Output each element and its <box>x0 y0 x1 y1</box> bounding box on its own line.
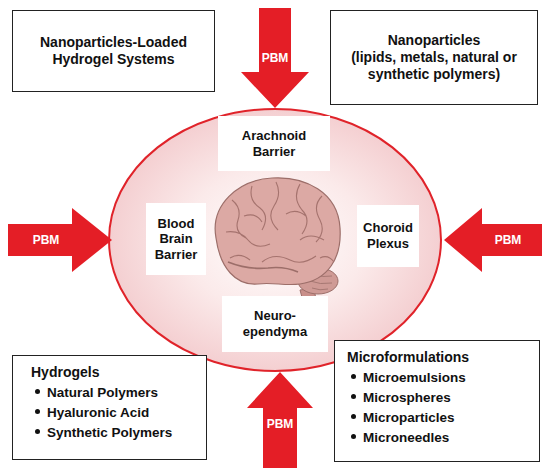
bullet-item: Microparticles <box>347 410 455 426</box>
brain-illustration <box>215 178 340 312</box>
arrow-label: PBM <box>495 233 522 247</box>
arrow-label: PBM <box>33 233 60 247</box>
bullet-item: Microneedles <box>347 430 449 446</box>
carrier-box: HydrogelsNatural PolymersHyaluronic Acid… <box>12 355 207 460</box>
carrier-box: MicroformulationsMicroemulsionsMicrosphe… <box>334 340 540 462</box>
bullet-item: Synthetic Polymers <box>31 425 172 441</box>
pbm-arrows <box>8 8 542 468</box>
target-ellipse <box>109 109 441 371</box>
box-heading: Hydrogels <box>31 364 99 381</box>
carrier-box: Nanoparticles(lipids, metals, natural or… <box>330 10 538 105</box>
barrier-box: Arachnoid Barrier <box>218 116 330 171</box>
arrow-label: PBM <box>262 51 289 65</box>
box-heading: Neuro-ependyma <box>236 308 314 339</box>
bullet-item: Natural Polymers <box>31 385 158 401</box>
pbm-arrow <box>444 208 542 272</box>
box-heading: Nanoparticles-Loaded Hydrogel Systems <box>21 34 206 68</box>
box-body: (lipids, metals, natural or synthetic po… <box>339 49 529 83</box>
arrow-label: PBM <box>267 417 294 431</box>
barrier-box: Blood Brain Barrier <box>146 203 206 275</box>
pbm-arrow <box>8 208 112 272</box>
barrier-box: Neuro-ependyma <box>222 296 328 352</box>
bullet-item: Microspheres <box>347 390 451 406</box>
box-heading: Choroid Plexus <box>359 220 417 251</box>
bullet-item: Hyaluronic Acid <box>31 405 149 421</box>
pbm-arrow <box>247 372 313 468</box>
box-heading: Blood Brain Barrier <box>148 216 204 263</box>
bullet-item: Microemulsions <box>347 370 466 386</box>
barrier-box: Choroid Plexus <box>357 205 419 267</box>
carrier-box: Nanoparticles-Loaded Hydrogel Systems <box>12 10 215 92</box>
box-heading: Nanoparticles <box>388 32 481 49</box>
pbm-arrow <box>241 8 309 108</box>
box-heading: Microformulations <box>347 349 469 366</box>
box-heading: Arachnoid Barrier <box>222 128 326 159</box>
